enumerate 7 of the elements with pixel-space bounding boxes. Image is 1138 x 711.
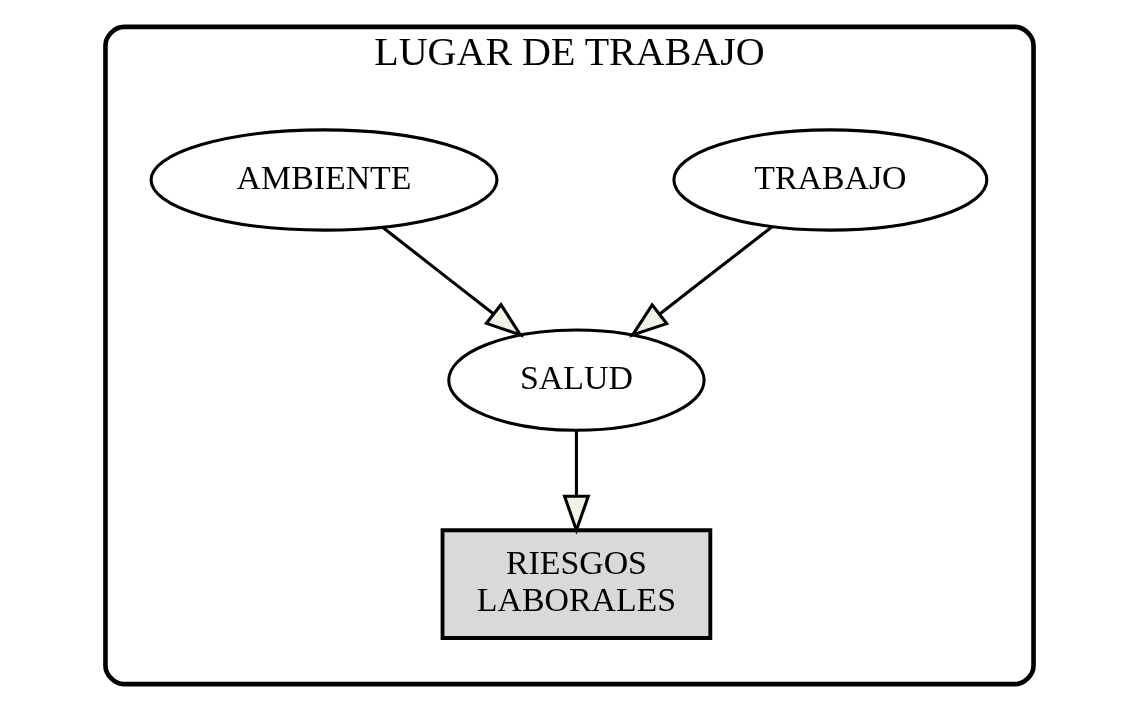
- arrow: [628, 225, 773, 338]
- node-ellipse: AMBIENTE: [149, 128, 498, 232]
- arrow: [381, 226, 524, 338]
- node-box: RIESGOS LABORALES: [440, 528, 712, 640]
- node-ellipse: SALUD: [446, 328, 706, 432]
- node-ellipse: TRABAJO: [671, 128, 988, 232]
- arrow: [561, 430, 590, 535]
